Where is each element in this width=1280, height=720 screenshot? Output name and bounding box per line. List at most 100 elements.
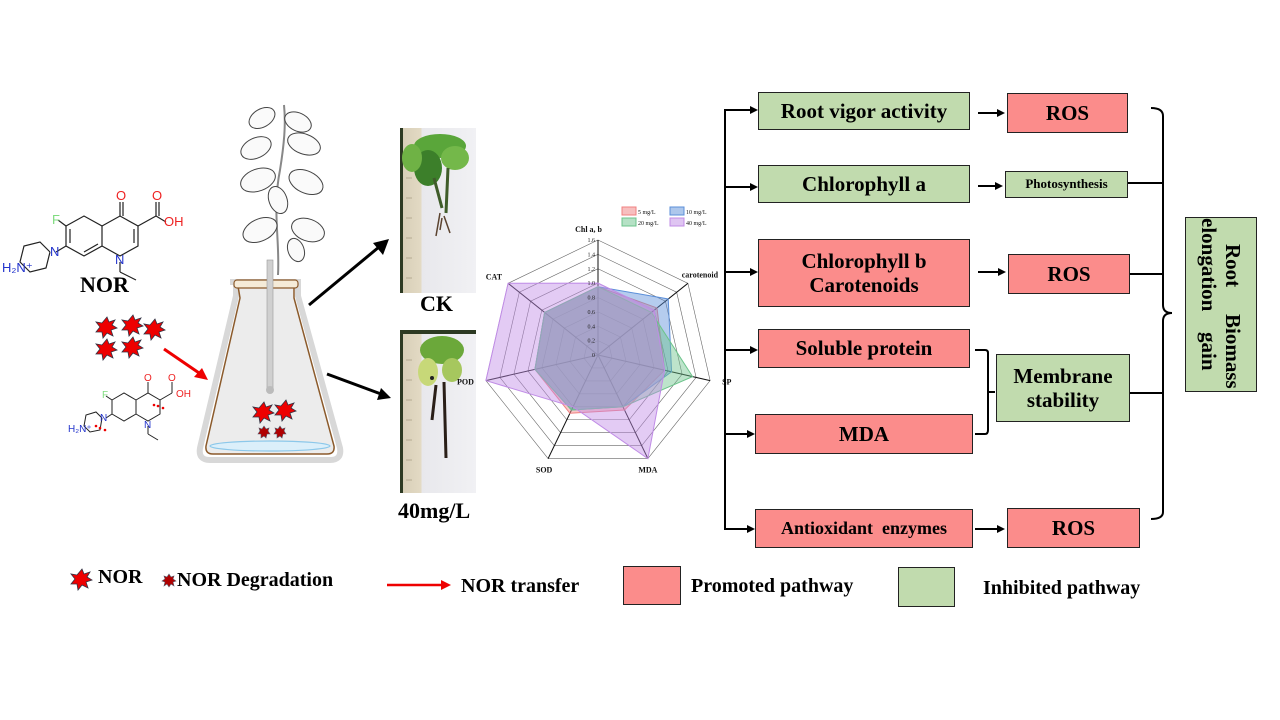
box-label: Soluble protein [795,336,933,361]
erlenmeyer-flask-icon [196,259,344,463]
plant-leaves-icon [240,104,325,276]
nor-particles-cluster [95,314,166,361]
radar-axis-label: SP [722,378,731,387]
nor-particle-icon [274,399,297,422]
radar-legend-swatch [621,206,637,216]
legend-nor-label: NOR [98,566,143,588]
ammonium-group: H₂N⁺ [68,424,92,435]
legend-inhibited-label: Inhibited pathway [983,577,1141,599]
hydroxyl-group: OH [176,389,191,400]
radar-legend-label: 40 mg/L [686,221,707,227]
legend-promoted-swatch [623,566,681,605]
arrowhead-icon [750,106,758,114]
legend-nor-degradation-icon [161,573,177,588]
radar-grid-ring [555,311,641,395]
nor-transfer-arrow [163,347,208,380]
nor-molecule: F O O OH N N H₂N⁺ [0,180,200,300]
nitrogen-atom: N [100,413,107,424]
radar-series-40-mg-l [485,282,666,460]
radar-legend-swatch [669,217,685,227]
degraded-nor-structure: F O O OH N N H₂N⁺ [68,373,191,441]
arrowhead-icon [750,346,758,354]
ammonium-group: H₂N⁺ [2,260,33,275]
oxygen-atom: O [116,188,126,203]
radar-grid-ring [513,268,683,434]
plant-in-flask-illustration [196,104,344,463]
arrowhead-icon [747,525,755,533]
fluorine-atom: F [102,390,108,401]
radar-legend-swatch [669,206,685,216]
nor-particle-icon [121,314,144,337]
arrowhead-icon [998,268,1006,276]
nor-degradation-particle-icon [273,425,287,439]
radar-grid-ring [499,254,697,446]
degraded-nor-molecule: F O O OH N N H₂N⁺ [60,370,220,450]
radar-axis-label: CAT [486,272,503,281]
nor-label: NOR [80,272,129,297]
radar-grid-ring [569,325,627,382]
box-label: Antioxidant enzymes [781,518,947,539]
box-label-line2: Carotenoids [809,273,919,297]
legend-nor-degradation-label: NOR Degradation [177,569,334,591]
membrane-stability-box: Membrane stability [996,354,1130,422]
arrowhead-icon [750,183,758,191]
nor-particle-icon [121,336,144,359]
legend-nor-transfer-arrow [387,580,451,590]
nor-particle-icon [143,318,166,341]
radar-axis-line [597,354,711,382]
box-label: ROS [1047,261,1091,286]
radar-axis-label: Chl a, b [575,225,602,234]
radar-axis-line [507,282,599,356]
radar-legend-label: 20 mg/L [638,221,659,227]
box-label-line2: stability [1026,388,1100,412]
radar-series-20-mg-l [534,286,694,411]
legend-nor-icon [70,568,93,591]
box-label: ROS [1045,100,1090,125]
radar-legend-swatch [621,217,637,227]
box-label: MDA [838,421,890,446]
oxygen-atom: O [152,188,162,203]
control-label: CK [420,291,453,316]
radar-tick-label: 0.4 [588,324,596,330]
oxygen-atom: O [144,373,152,384]
radar-axis-label: carotenoid [682,270,719,279]
radar-legend-label: 10 mg/L [686,210,707,216]
outcome-line2: Biomass gain [1197,314,1246,389]
arrowhead-icon [750,268,758,276]
radar-tick-label: 0.6 [588,310,596,316]
radar-tick-label: 1.4 [588,252,596,258]
nor-particle-icon [95,316,118,339]
treated-label: 40mg/L [398,498,471,523]
legend-nor-transfer-label: NOR transfer [461,575,580,597]
radar-axis-line [485,354,599,382]
treated-plant-photo [400,330,476,493]
radar-tick-label: 0 [592,353,595,359]
radar-grid-ring [583,340,613,369]
chlorophyll-a-box: Chlorophyll a [758,165,970,203]
soluble-protein-box: Soluble protein [758,329,970,368]
arrowhead-icon [995,182,1003,190]
nor-degradation-particle-icon [257,425,271,439]
ros-box-1: ROS [1007,93,1128,133]
nor-particle-icon [252,401,275,424]
box-label: Chlorophyll a [802,171,926,196]
box-label: ROS [1051,515,1096,540]
hydroxyl-group: OH [164,214,184,229]
treated-plant-image [400,330,476,481]
fluorine-atom: F [52,212,60,227]
radar-grid-ring [541,297,655,408]
radar-legend-label: 5 mg/L [638,210,656,216]
oxygen-atom: O [168,373,176,384]
radar-tick-label: 1.6 [588,238,596,244]
root-elongation-biomass-box: Root elongation Biomass gain [1185,217,1257,392]
photosynthesis-box: Photosynthesis [1005,171,1128,198]
radar-axis-line [597,282,689,356]
radar-axis-label: POD [457,378,474,387]
outcome-line1: Root elongation [1197,218,1246,312]
nitrogen-atom: N [115,252,124,267]
antioxidant-enzymes-box: Antioxidant enzymes [755,509,973,548]
arrow-to-control [308,239,389,307]
radar-tick-label: 1.2 [588,267,596,273]
